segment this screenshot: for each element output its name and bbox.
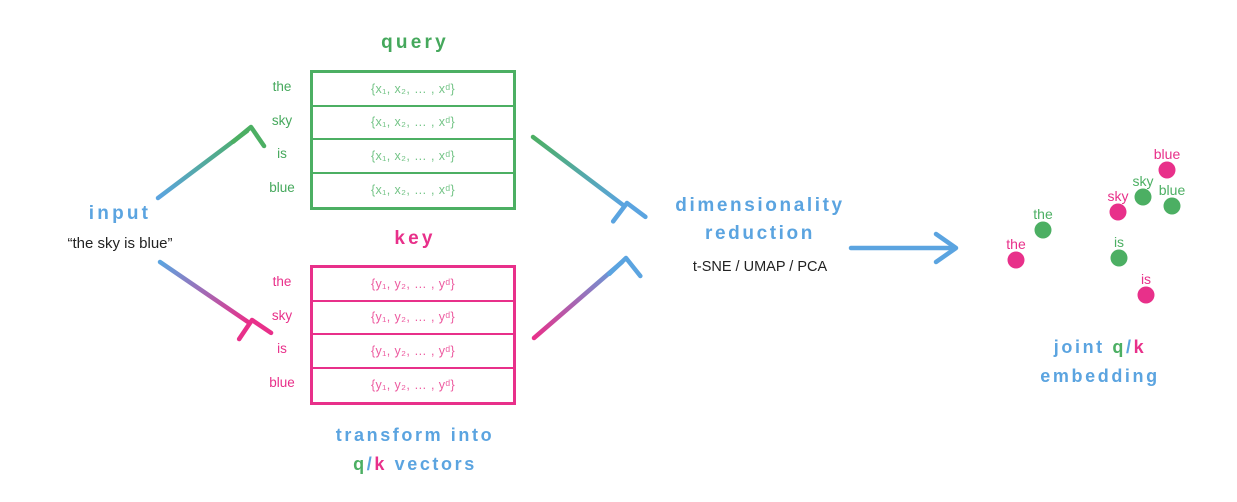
joint-slash: / — [1125, 337, 1134, 357]
key-vector-row: {y₁, y₂, … , yᵈ} — [370, 378, 456, 393]
input-phrase: “the sky is blue” — [67, 235, 173, 252]
transform-caption-group: transform into q/k vectors — [295, 421, 535, 479]
scatter-point-query-is — [1110, 249, 1128, 267]
scatter-point-query-blue — [1163, 197, 1181, 215]
key-row-label: sky — [271, 307, 293, 323]
input-title: input — [88, 203, 152, 224]
arrow-input-to-key — [157, 259, 274, 342]
key-row-label: is — [277, 341, 287, 356]
dimensionality-reduction-group: dimensionality reduction t-SNE / UMAP / … — [620, 192, 900, 275]
scatter-label-key-blue: blue — [1153, 146, 1181, 162]
scatter-point-key-sky — [1109, 203, 1127, 221]
transform-caption: transform into q/k vectors — [295, 421, 535, 479]
query-row-labels: the sky is blue — [258, 70, 306, 204]
joint-line2: embedding — [1040, 366, 1160, 386]
joint-embedding-scatter: the the sky sky blue blue is is — [960, 120, 1220, 330]
dimensionality-reduction-title: dimensionality reduction — [620, 192, 900, 248]
transform-slash: / — [366, 454, 375, 474]
scatter-label-query-is: is — [1113, 234, 1125, 250]
dimred-line2: reduction — [705, 223, 815, 244]
query-vector-row: {x₁, x₂, … , xᵈ} — [313, 107, 513, 140]
dimensionality-reduction-methods: t-SNE / UMAP / PCA — [692, 259, 828, 275]
query-vector-row: {x₁, x₂, … , xᵈ} — [370, 183, 456, 198]
key-vector-row: {y₁, y₂, … , yᵈ} — [313, 302, 513, 335]
key-matrix: {y₁, y₂, … , yᵈ} {y₁, y₂, … , yᵈ} {y₁, y… — [310, 265, 516, 405]
scatter-point-query-the — [1034, 221, 1052, 239]
transform-line1: transform into — [335, 425, 495, 445]
scatter-point-key-blue — [1158, 161, 1176, 179]
joint-k: k — [1133, 337, 1147, 357]
key-title: key — [394, 228, 436, 249]
transform-vectors: vectors — [394, 454, 477, 474]
query-row-label: is — [277, 146, 287, 161]
transform-q: q — [353, 454, 367, 474]
arrow-input-to-query — [155, 124, 267, 201]
query-row-label: blue — [269, 179, 295, 195]
scatter-point-query-sky — [1134, 188, 1152, 206]
scatter-point-key-the — [1007, 251, 1025, 269]
query-row-label: sky — [271, 112, 293, 128]
joint-embedding-caption: joint q/k embedding — [990, 333, 1210, 391]
joint-word: joint — [1053, 337, 1105, 357]
scatter-label-key-is: is — [1140, 271, 1152, 287]
scatter-label-query-sky: sky — [1132, 173, 1154, 189]
query-row-label: the — [272, 79, 292, 94]
scatter-label-key-the: the — [1006, 236, 1026, 252]
key-row-labels: the sky is blue — [258, 265, 306, 399]
key-title-wrap: key — [310, 228, 520, 250]
query-vector-row: {x₁, x₂, … , xᵈ} — [313, 140, 513, 174]
key-row-label: the — [272, 274, 292, 289]
joint-q: q — [1112, 337, 1126, 357]
scatter-label-key-sky: sky — [1107, 188, 1129, 204]
joint-embedding-caption-group: joint q/k embedding — [990, 333, 1210, 391]
query-title-wrap: query — [310, 32, 520, 54]
scatter-point-key-is — [1137, 286, 1155, 304]
scatter-label-query-blue: blue — [1158, 182, 1186, 198]
scatter-label-query-the: the — [1033, 206, 1053, 222]
transform-k: k — [374, 454, 387, 474]
key-row-label: blue — [269, 374, 295, 390]
input-group: input “the sky is blue” — [0, 203, 240, 252]
query-vector-row: {x₁, x₂, … , xᵈ} — [313, 73, 513, 107]
dimred-line1: dimensionality — [675, 195, 845, 216]
query-matrix: {x₁, x₂, … , xᵈ} {x₁, x₂, … , xᵈ} {x₁, x… — [310, 70, 516, 210]
query-title: query — [381, 32, 449, 53]
key-vector-row: {y₁, y₂, … , yᵈ} — [313, 268, 513, 302]
key-vector-row: {y₁, y₂, … , yᵈ} — [313, 335, 513, 369]
